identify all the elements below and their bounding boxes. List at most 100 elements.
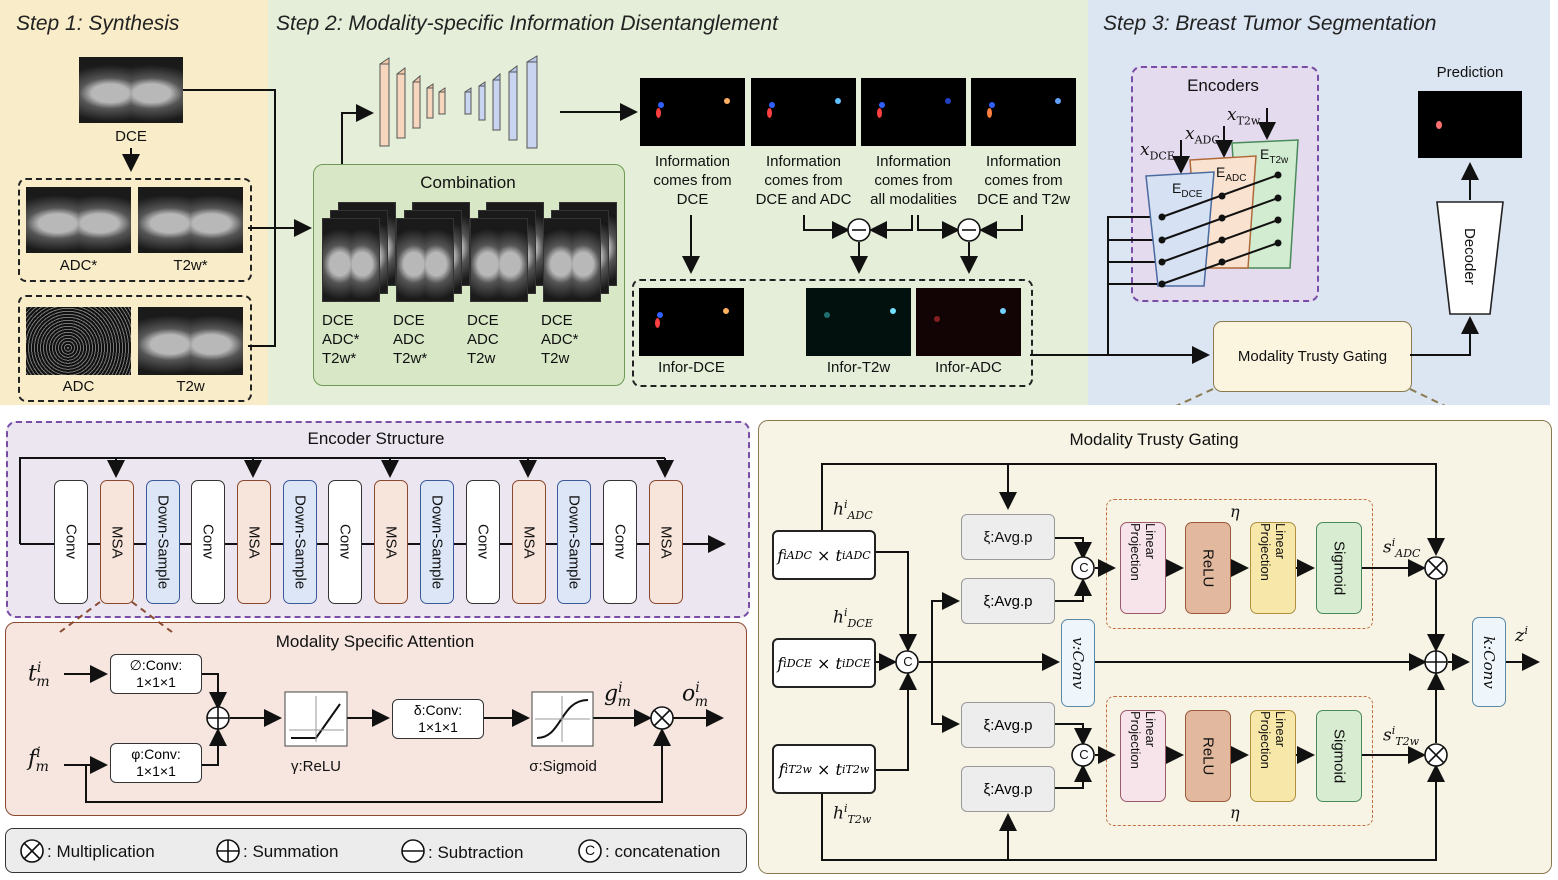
v-conv-block: v:Conv	[1061, 619, 1095, 707]
linear-projection-top-1: Linear Projection	[1120, 522, 1166, 614]
eta-bottom-label: η	[1230, 803, 1240, 822]
adc-image	[26, 307, 131, 375]
subtraction-icon	[402, 840, 424, 862]
h-adc-label: hiADC	[833, 498, 873, 523]
linear-projection-top-2: Linear Projection	[1250, 522, 1296, 614]
relu-bottom: ReLU	[1185, 710, 1231, 802]
infor-dce-image	[639, 288, 744, 356]
enc-block-conv: Conv	[603, 480, 637, 604]
enc-block-msa: MSA	[237, 480, 271, 604]
phi-conv-box: ∅:Conv:1×1×1	[110, 654, 202, 694]
info-dce-adc-image	[751, 78, 856, 146]
concat-bottom-c: C	[1079, 747, 1089, 762]
combo-stack-2	[396, 202, 470, 302]
enc-block-downsample: Down-Sample	[283, 480, 317, 604]
t2w-image	[138, 307, 243, 375]
combo-stack-3	[470, 202, 544, 302]
legend-panel	[5, 828, 747, 873]
f-m-label: fim	[28, 745, 49, 775]
legend-sub: : Subtraction	[428, 843, 524, 862]
enc-block-downsample: Down-Sample	[557, 480, 591, 604]
k-conv-block: k:Conv	[1472, 617, 1506, 707]
t2w-label: T2w	[176, 378, 205, 395]
infor-adc-label: Infor-ADC	[935, 359, 1002, 376]
eta-top-label: η	[1230, 502, 1240, 521]
legend-mult: : Multiplication	[47, 842, 155, 861]
o-m-label: oim	[682, 680, 709, 710]
step2-title: Step 2: Modality-specific Information Di…	[276, 12, 778, 35]
enc-block-msa: MSA	[649, 480, 683, 604]
concat-top-c: C	[1079, 560, 1089, 575]
s-t2w-label: siT2w	[1383, 724, 1420, 749]
real-group	[18, 295, 252, 402]
linear-projection-bottom-1: Linear Projection	[1120, 710, 1166, 802]
enc-block-conv: Conv	[54, 480, 88, 604]
e-t2w-label: ET2w	[1260, 146, 1289, 166]
enc-block-conv: Conv	[466, 480, 500, 604]
enc-block-msa: MSA	[100, 480, 134, 604]
msa-title: Modality Specific Attention	[275, 632, 475, 651]
legend-symbols	[20, 839, 602, 863]
info-dce-image	[640, 78, 745, 146]
unet-network	[379, 55, 538, 149]
relu-top: ReLU	[1185, 522, 1231, 614]
t2w-synth-label: T2w*	[173, 257, 208, 274]
x-dce-label: xDCE	[1140, 140, 1175, 163]
legend-sum: : Summation	[243, 842, 339, 861]
enc-block-downsample: Down-Sample	[420, 480, 454, 604]
decoder-label: Decoder	[1461, 228, 1478, 285]
multiplication-icon	[21, 840, 43, 862]
g-m-label: gim	[604, 680, 631, 710]
x-t2w-label: xT2w	[1227, 105, 1261, 128]
s-adc-label: siADC	[1383, 536, 1421, 561]
adc-label: ADC	[62, 378, 95, 395]
adc-synth-image	[26, 187, 131, 253]
msa-connectors	[59, 601, 724, 803]
combination-title: Combination	[420, 173, 516, 192]
avgp-box-3: ξ:Avg.p	[961, 702, 1055, 748]
top-connectors	[122, 89, 1504, 405]
enc-block-msa: MSA	[374, 480, 408, 604]
info-all-image	[861, 78, 966, 146]
avgp-box-1: ξ:Avg.p	[961, 514, 1055, 560]
e-dce-label: EDCE	[1172, 180, 1203, 200]
mtg-connectors	[821, 463, 1540, 861]
combo-stack-1	[322, 202, 396, 302]
delta-conv-box: δ:Conv:1×1×1	[392, 699, 484, 739]
mtg-block-label: Modality Trusty Gating	[1237, 348, 1388, 365]
sigmoid-label: σ:Sigmoid	[529, 758, 597, 775]
summation-icon	[217, 840, 239, 862]
encoders-title: Encoders	[1187, 76, 1259, 95]
step1-title: Step 1: Synthesis	[16, 12, 180, 35]
encoder-structure-title: Encoder Structure	[307, 429, 445, 448]
enc-block-msa: MSA	[512, 480, 546, 604]
sigmoid-bottom: Sigmoid	[1316, 710, 1362, 802]
relu-label: γ:ReLU	[290, 758, 342, 775]
synth-group	[18, 178, 252, 282]
t2w-synth-image	[138, 187, 243, 253]
prediction-label: Prediction	[1436, 64, 1504, 81]
z-label: zi	[1515, 624, 1529, 646]
mtg-detail-title: Modality Trusty Gating	[1069, 430, 1239, 449]
dce-image	[79, 57, 183, 123]
infor-dce-label: Infor-DCE	[658, 359, 725, 376]
avgp-box-4: ξ:Avg.p	[961, 766, 1055, 812]
info-dce-t2w-image	[971, 78, 1076, 146]
sigmoid-top: Sigmoid	[1316, 522, 1362, 614]
linear-projection-bottom-2: Linear Projection	[1250, 710, 1296, 802]
concat-main-c: C	[903, 654, 913, 669]
infor-t2w-image	[806, 288, 911, 356]
h-dce-label: hiDCE	[833, 606, 873, 631]
t-m-label: tim	[28, 660, 50, 690]
combo-stack-4	[543, 202, 617, 302]
infor-adc-image	[916, 288, 1021, 356]
mtg-block[interactable]: Modality Trusty Gating	[1213, 321, 1412, 392]
